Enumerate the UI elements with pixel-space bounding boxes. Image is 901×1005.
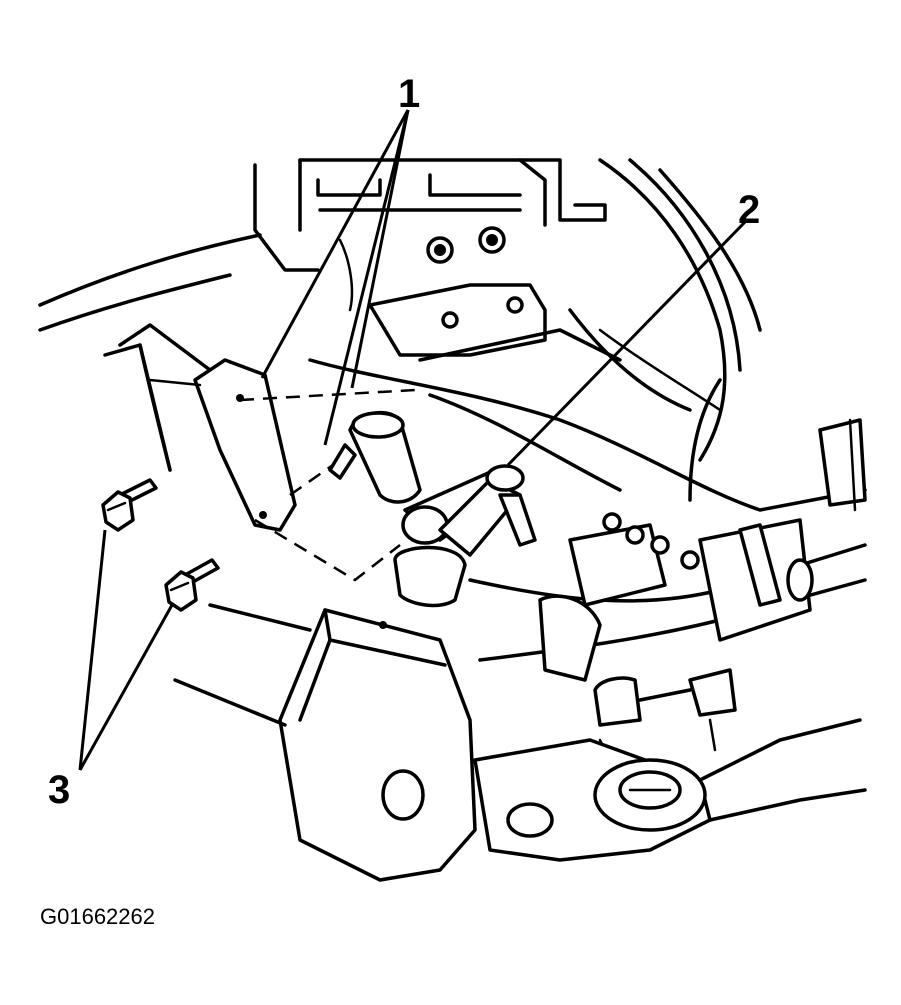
- idler-arm: [328, 410, 537, 608]
- front-crossmember: [173, 603, 867, 882]
- callout-leader-lines: [78, 109, 747, 771]
- figure-id-label: G01662262: [40, 904, 155, 929]
- bolt-upper: [101, 478, 158, 532]
- bolt-lower: [164, 558, 220, 612]
- wheelhouse-panel: [38, 158, 762, 502]
- callout-number-1: 1: [398, 72, 421, 116]
- callout-number-2: 2: [738, 188, 761, 232]
- center-link: [593, 668, 737, 762]
- idler-arm-bracket: [103, 323, 297, 532]
- upper-mount-bracket: [338, 226, 547, 357]
- callout-number-3: 3: [48, 768, 71, 812]
- steering-gear: [538, 418, 867, 682]
